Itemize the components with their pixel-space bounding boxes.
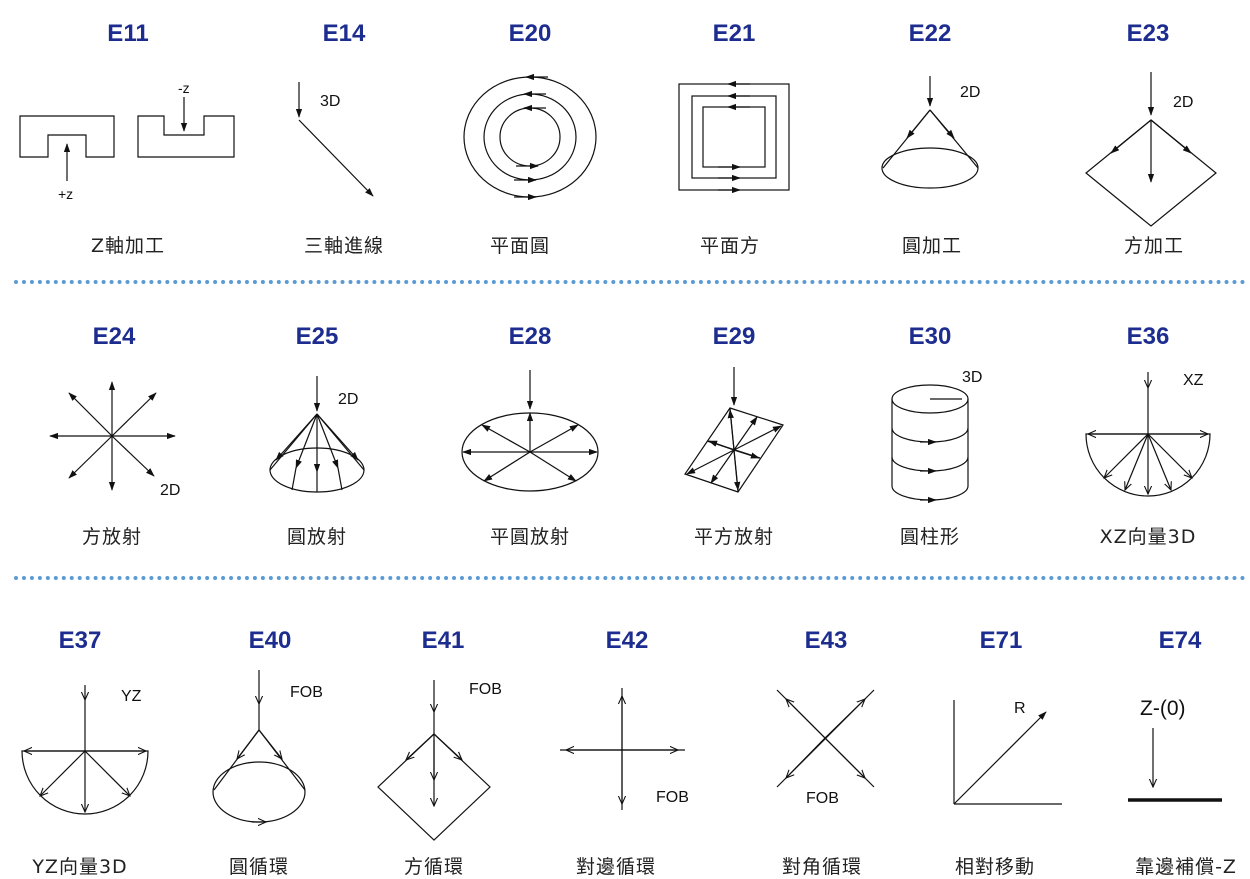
figure-e14 <box>295 82 374 197</box>
code-e22: E22 <box>908 20 952 47</box>
code-e42: E42 <box>605 627 649 654</box>
label-e71: 相對移動 <box>954 856 1036 878</box>
note-e30: 3D <box>962 369 982 386</box>
label-e40: 圓循環 <box>228 856 290 878</box>
figure-e37 <box>21 685 149 815</box>
label-e24: 方放射 <box>81 526 143 548</box>
code-e11: E11 <box>107 20 149 47</box>
code-e74: E74 <box>1158 627 1202 654</box>
label-e30: 圓柱形 <box>899 526 961 548</box>
figure-e36 <box>1085 372 1211 497</box>
note-e71: R <box>1014 700 1026 717</box>
note-e36: XZ <box>1183 372 1204 389</box>
label-e41: 方循環 <box>403 856 465 878</box>
note-e23: 2D <box>1173 94 1193 111</box>
label-e36: XZ向量3D <box>1099 526 1197 548</box>
code-e23: E23 <box>1126 20 1170 47</box>
figure-e29 <box>684 367 784 493</box>
note-e74: Z-(0) <box>1140 697 1186 720</box>
figure-e41 <box>377 680 491 841</box>
code-e14: E14 <box>322 20 366 47</box>
separator-1 <box>14 280 1246 284</box>
code-e37: E37 <box>58 627 102 654</box>
code-e41: E41 <box>421 627 465 654</box>
figure-e22 <box>881 76 979 189</box>
figure-e11 <box>19 97 235 181</box>
figure-e42 <box>560 688 685 810</box>
code-e43: E43 <box>804 627 848 654</box>
note-e22: 2D <box>960 84 980 101</box>
code-e21: E21 <box>712 20 756 47</box>
label-e25: 圓放射 <box>286 526 348 548</box>
label-e21: 平面方 <box>699 235 761 257</box>
code-e71: E71 <box>979 627 1023 654</box>
code-e29: E29 <box>712 323 756 350</box>
separator-2 <box>14 576 1246 580</box>
label-e42: 對邊循環 <box>575 856 657 878</box>
figure-e28 <box>461 370 599 492</box>
note-e40: FOB <box>290 684 323 701</box>
figure-e25 <box>269 376 365 493</box>
figure-e43 <box>776 689 875 788</box>
figure-e74 <box>1128 728 1222 802</box>
figure-e21 <box>678 80 790 194</box>
note-e11-minus-z: -z <box>178 80 190 96</box>
code-e20: E20 <box>508 20 552 47</box>
figure-e20 <box>463 73 597 201</box>
figure-e24 <box>49 381 176 491</box>
label-e14: 三軸進線 <box>303 235 385 257</box>
note-e42: FOB <box>656 789 689 806</box>
label-e23: 方加工 <box>1123 235 1185 257</box>
code-e24: E24 <box>92 323 136 350</box>
figure-e23 <box>1085 72 1217 227</box>
code-e25: E25 <box>295 323 339 350</box>
note-e37: YZ <box>121 688 142 705</box>
label-e74: 靠邊補償-Z <box>1135 856 1237 878</box>
note-e14: 3D <box>320 93 340 110</box>
label-e28: 平圓放射 <box>489 526 571 548</box>
code-e30: E30 <box>908 323 952 350</box>
label-e20: 平面圓 <box>489 235 551 257</box>
code-e40: E40 <box>248 627 292 654</box>
code-e28: E28 <box>508 323 552 350</box>
note-e24: 2D <box>160 482 180 499</box>
label-e29: 平方放射 <box>693 526 775 548</box>
note-e11-plus-z: +z <box>58 186 73 202</box>
label-e11: Z軸加工 <box>90 235 166 257</box>
figure-e40 <box>212 670 306 822</box>
note-e25: 2D <box>338 391 358 408</box>
label-e22: 圓加工 <box>901 235 963 257</box>
figure-e71 <box>953 700 1062 805</box>
figure-e30 <box>891 384 969 504</box>
label-e43: 對角循環 <box>781 856 863 878</box>
label-e37: YZ向量3D <box>32 856 128 878</box>
note-e43: FOB <box>806 790 839 807</box>
code-e36: E36 <box>1126 323 1170 350</box>
note-e41: FOB <box>469 681 502 698</box>
